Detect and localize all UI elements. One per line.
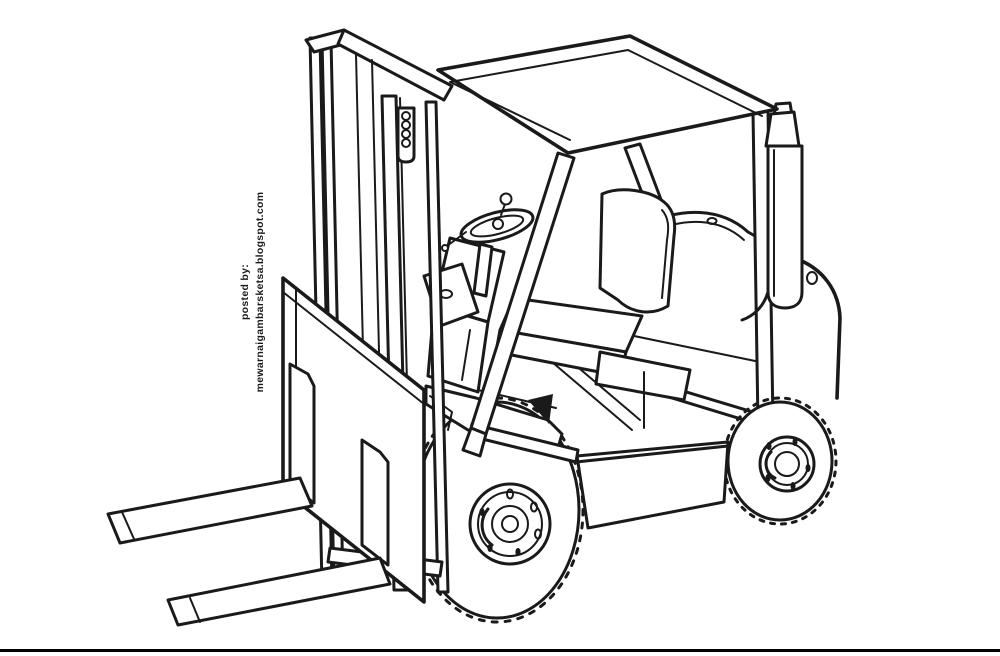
cab-roof — [436, 34, 779, 155]
fork-lower — [166, 438, 392, 627]
watermark-text: posted by: mewarnaigambarsketsa.blogspot… — [238, 172, 268, 412]
fork-upper — [106, 362, 316, 545]
watermark-line1: posted by: — [239, 263, 251, 321]
steering-wheel — [441, 192, 535, 298]
front-pillar — [461, 151, 576, 458]
bottom-rule — [0, 649, 1000, 652]
rear-wheel — [722, 396, 838, 526]
watermark-line2: mewarnaigambarsketsa.blogspot.com — [253, 191, 266, 393]
exhaust-muffler — [740, 101, 804, 322]
seat — [494, 188, 692, 429]
